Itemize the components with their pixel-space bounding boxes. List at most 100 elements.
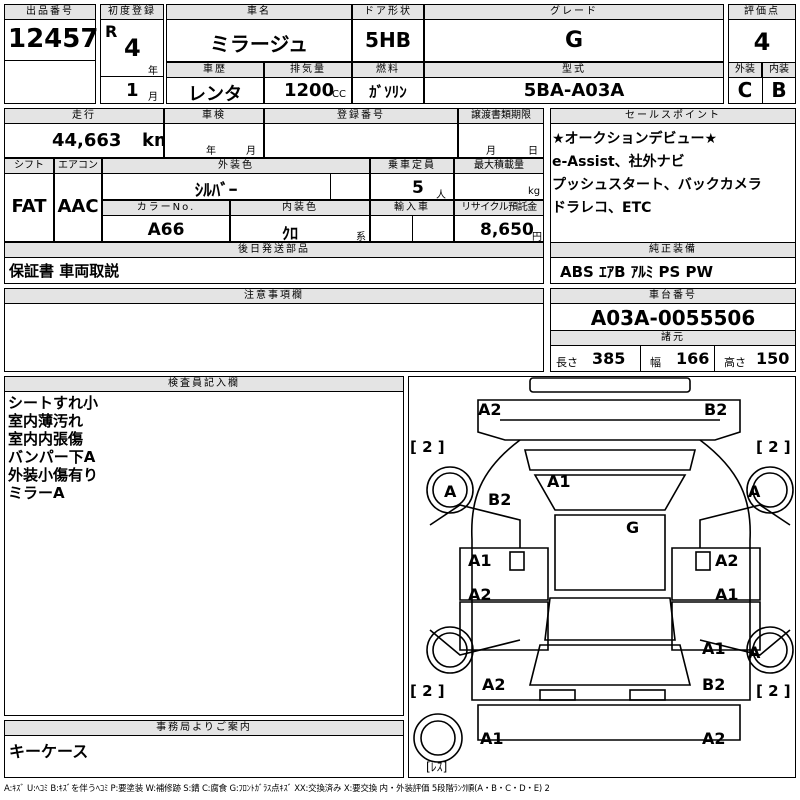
divider [714,346,715,372]
divider [412,216,413,242]
inspector-note: 室内薄汚れ [8,412,84,430]
divider [640,346,641,372]
damage-mark: A1 [715,585,739,604]
inspector-note: ミラーA [8,484,65,502]
divider [330,174,331,200]
history-value: レンタ [188,84,242,105]
int-color-label: 内装色 [230,200,370,216]
height-value: 150 [756,349,790,368]
sales-point-label: セールスポイント [550,108,796,124]
model-value: 5BA-A03A [523,80,625,101]
ext-color-label: 外装色 [102,158,370,174]
door-type: 5HB [365,28,411,52]
capacity-unit: 人 [436,190,446,201]
max-load-label: 最大積載量 [454,158,544,174]
grade-label: グレード [424,4,724,20]
first-reg-label: 初度登録 [100,4,164,20]
later-parts-label: 後日発送部品 [4,242,544,258]
tire-count-fl: [ 2 ] [410,438,445,456]
inspector-note: 室内内張傷 [8,430,84,448]
damage-mark: A [748,482,761,501]
int-color-value: ｸﾛ [281,224,298,243]
recycle-label: リサイクル預託金 [454,200,544,216]
ext-grade: C [737,78,753,102]
divider [4,60,96,61]
fuel-value: ｶﾞｿﾘﾝ [369,83,407,101]
registration-label: 登録番号 [264,108,458,124]
inspector-note: 外装小傷有り [8,466,99,484]
ac-value: AAC [57,196,99,217]
tire-count-rl: [ 2 ] [410,682,445,700]
kg-unit: kg [528,186,541,197]
legend: A:ｷｽﾞ U:ﾍｺﾐ B:ｷｽﾞを伴うﾍｺﾐ P:要塗装 W:補修跡 S:錆 … [4,784,550,794]
transfer-month-unit: 月 [486,146,496,157]
import-label: 輸入車 [370,200,454,216]
capacity-label: 乗車定員 [370,158,454,174]
width-value: 166 [676,349,710,368]
damage-mark: A1 [480,729,504,748]
inspection-label: 車検 [164,108,264,124]
reg-year: 4 [124,34,141,62]
divider [100,76,164,77]
notes-label: 注意事項欄 [4,288,544,304]
transfer-day-unit: 日 [528,146,538,157]
sales-point-line: ★オークションデビュー★ [552,131,718,147]
spare-label: [ﾚｽ] [426,760,448,774]
damage-mark: A2 [478,400,502,419]
shift-label: シフト [4,158,54,174]
score-label: 評価点 [728,4,796,20]
int-color-unit: 系 [356,232,366,243]
damage-mark: A1 [702,639,726,658]
inspector-label: 検査員記入欄 [4,376,404,392]
damage-mark: A [748,643,761,662]
car-name: ミラージュ [209,32,309,56]
damage-mark: A2 [702,729,726,748]
lot-label: 出品番号 [4,4,96,20]
history-label: 車歴 [166,62,264,78]
displacement-label: 排気量 [264,62,352,78]
int-label: 内装 [762,62,796,78]
lot-number: 12457 [8,24,99,54]
score-value: 4 [753,28,771,56]
damage-mark: G [626,518,640,537]
damage-mark: A2 [482,675,506,694]
ext-label: 外装 [728,62,762,78]
damage-mark: B2 [488,490,512,509]
damage-mark: A [444,482,457,501]
color-no-value: A66 [147,220,185,240]
width-label: 幅 [650,356,661,369]
cc-unit: CC [332,89,346,100]
inspector-notes: シートすれ小 室内薄汚れ 室内内張傷 バンパー下A 外装小傷有り ミラーA [8,394,98,502]
int-grade: B [771,78,787,102]
damage-mark: A1 [547,472,571,491]
insp-month-unit: 月 [246,146,256,157]
month-unit: 月 [148,92,158,103]
damage-mark: A2 [468,585,492,604]
damage-mark: B2 [704,400,728,419]
office-label: 事務局よりご案内 [4,720,404,736]
ext-color-value: ｼﾙﾊﾞｰ [194,181,238,201]
chassis-label: 車台番号 [550,288,796,304]
yen-unit: 円 [532,232,542,243]
tire-count-rr: [ 2 ] [756,682,791,700]
recycle-value: 8,650 [480,220,534,240]
sales-point-line: e-Assist、社外ナビ [552,154,685,170]
sales-point-list: ★オークションデビュー★ e-Assist、社外ナビ プッシュスタート、バックカ… [552,128,762,220]
tire-count-fr: [ 2 ] [756,438,791,456]
damage-mark: A2 [715,551,739,570]
inspector-note: シートすれ小 [8,394,99,412]
transfer-label: 譲渡書類期限 [458,108,544,124]
year-unit: 年 [148,66,158,77]
later-parts-value: 保証書 車両取説 [9,262,120,280]
lot-cell [4,4,96,104]
chassis-value: A03A-0055506 [590,306,756,330]
damage-mark: A1 [468,551,492,570]
damage-mark: B2 [702,675,726,694]
model-label: 型式 [424,62,724,78]
shift-value: FAT [11,196,47,217]
door-label: ドア形状 [352,4,424,20]
office-value: キーケース [9,742,89,761]
insp-year-unit: 年 [206,146,216,157]
mileage-value: 44,663 [52,130,122,151]
